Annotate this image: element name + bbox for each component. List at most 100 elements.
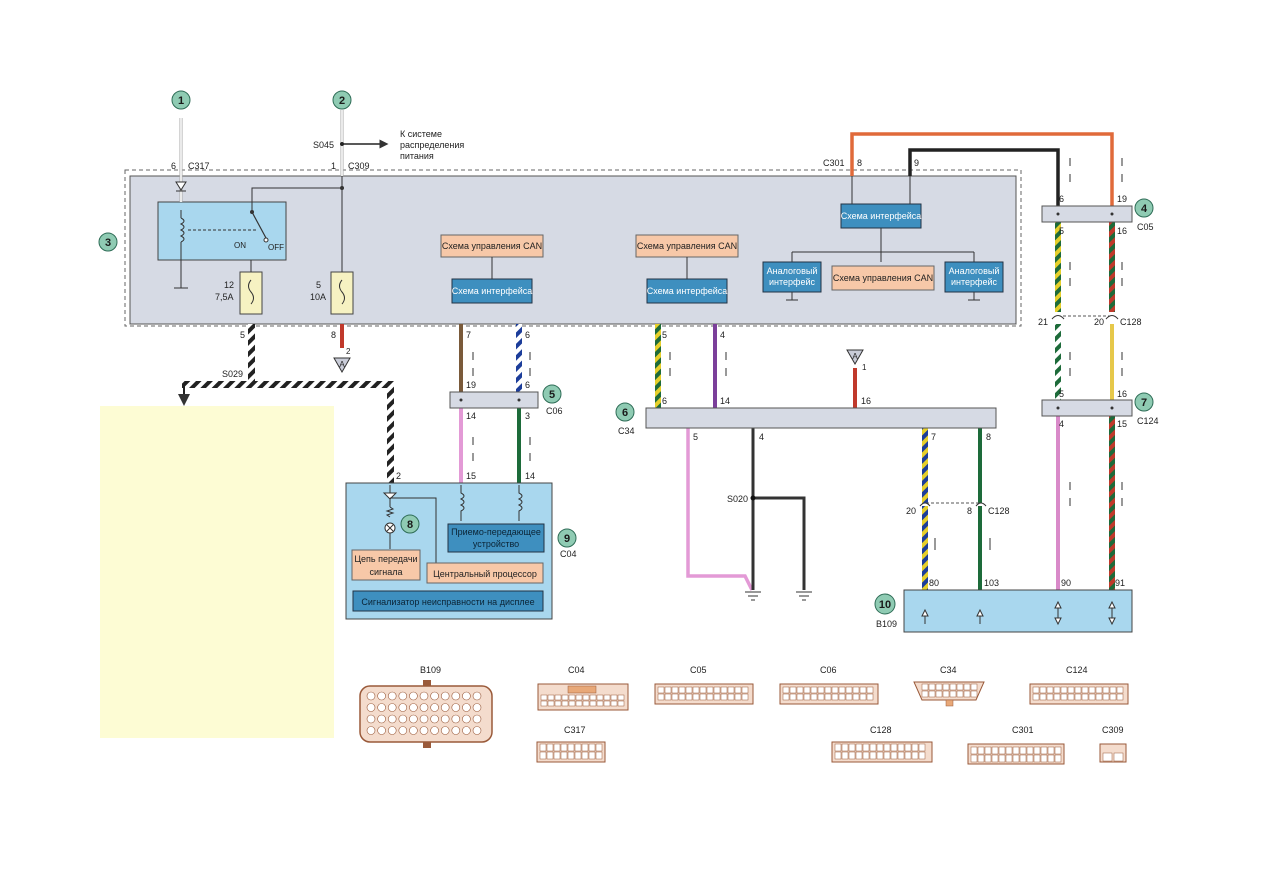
- callout-2-circle: [332, 90, 352, 110]
- c309-pin: 1: [331, 161, 336, 171]
- cavity: [561, 694, 569, 701]
- cavity: [834, 751, 842, 760]
- interface-2-label: Схема интерфейса: [647, 286, 728, 296]
- b109-cavity: [462, 703, 471, 712]
- cavity: [831, 693, 839, 701]
- cavity: [1032, 693, 1040, 701]
- cavity: [897, 751, 905, 760]
- cavity: [848, 743, 856, 752]
- cavity: [789, 686, 797, 694]
- cavity: [970, 754, 978, 763]
- cavity: [841, 743, 849, 752]
- b109-cavity: [366, 714, 376, 724]
- cavity: [949, 683, 957, 691]
- cavity: [1054, 754, 1062, 763]
- a-top-label: A: [852, 352, 858, 361]
- c301-pin8: 8: [857, 158, 862, 168]
- cavity: [1012, 746, 1020, 755]
- cavity: [838, 693, 846, 701]
- cavity: [1088, 686, 1096, 694]
- cavity: [841, 751, 849, 760]
- b109-label: B109: [876, 619, 897, 629]
- b109-cavity: [398, 691, 408, 701]
- ground-a-marker: [333, 357, 351, 374]
- cavity: [1047, 746, 1055, 755]
- cavity: [831, 686, 839, 694]
- cavity: [1054, 746, 1062, 755]
- cavity: [883, 751, 891, 760]
- cavity: [970, 683, 978, 691]
- cavity: [1074, 686, 1082, 694]
- c06-label: C06: [546, 406, 563, 416]
- b109-cavity: [366, 703, 376, 712]
- cavity: [845, 686, 853, 694]
- cavity: [855, 743, 863, 752]
- analog-left-line1: Аналоговый: [767, 266, 818, 276]
- cavity: [1039, 686, 1047, 694]
- b109-cavity: [398, 726, 408, 735]
- c34-pin6: 6: [662, 396, 667, 406]
- c317-label: C317: [188, 161, 210, 171]
- s020-label: S020: [727, 494, 748, 504]
- cavity: [789, 693, 797, 701]
- b109-cavity: [409, 714, 418, 724]
- c124-pin16: 16: [1117, 389, 1127, 399]
- cavity: [671, 693, 679, 701]
- b109-cavity: [387, 691, 397, 701]
- cavity: [603, 694, 611, 701]
- b109-cavity: [451, 703, 461, 712]
- cavity: [574, 751, 582, 760]
- cavity: [918, 751, 926, 760]
- cavity: [942, 690, 950, 698]
- cavity: [727, 693, 735, 701]
- cavity: [897, 743, 905, 752]
- face-c04-title: C04: [568, 665, 585, 675]
- cavity: [817, 686, 825, 694]
- c128-pin20: 20: [1094, 317, 1104, 327]
- a-top-marker: [846, 349, 864, 366]
- cavity: [1040, 754, 1048, 763]
- cavity: [890, 751, 898, 760]
- cavity: [596, 694, 604, 701]
- cavity: [904, 751, 912, 760]
- c06-pin3: 3: [525, 411, 530, 421]
- cavity: [1088, 693, 1096, 701]
- cavity: [554, 700, 562, 707]
- c05-label: C05: [1137, 222, 1154, 232]
- cavity: [838, 686, 846, 694]
- cavity: [1026, 746, 1034, 755]
- face-c34-title: C34: [940, 665, 957, 675]
- cavity: [546, 751, 554, 760]
- b109-cavity: [440, 714, 450, 724]
- c128b-label: C128: [988, 506, 1010, 516]
- cavity: [977, 754, 985, 763]
- cavity: [699, 693, 707, 701]
- cavity: [824, 693, 832, 701]
- b109-cavity: [398, 714, 408, 724]
- callout-9: 9: [564, 533, 570, 545]
- c05-pin19: 19: [1117, 194, 1127, 204]
- cavity: [1081, 693, 1089, 701]
- interface-3: [840, 203, 922, 229]
- cavity: [998, 746, 1006, 755]
- c34-pin14: 14: [720, 396, 730, 406]
- cavity: [998, 754, 1006, 763]
- cavity: [567, 751, 575, 760]
- callout-9-circle: [557, 528, 577, 548]
- cavity: [574, 743, 582, 752]
- ecu-dashed-outline: [124, 169, 1022, 327]
- cavity: [588, 743, 596, 752]
- cavity: [692, 693, 700, 701]
- callout-10-circle: [874, 593, 896, 615]
- cavity: [956, 683, 964, 691]
- cavity: [911, 743, 919, 752]
- cavity: [561, 700, 569, 707]
- cavity: [1033, 754, 1041, 763]
- cavity: [1005, 746, 1013, 755]
- cavity: [657, 693, 665, 701]
- relay-on-label: ON: [234, 241, 246, 250]
- cavity: [589, 694, 597, 701]
- c04-pin15: 15: [466, 471, 476, 481]
- blank-yellow-panel: [100, 406, 334, 738]
- c34-pin8: 8: [986, 432, 991, 442]
